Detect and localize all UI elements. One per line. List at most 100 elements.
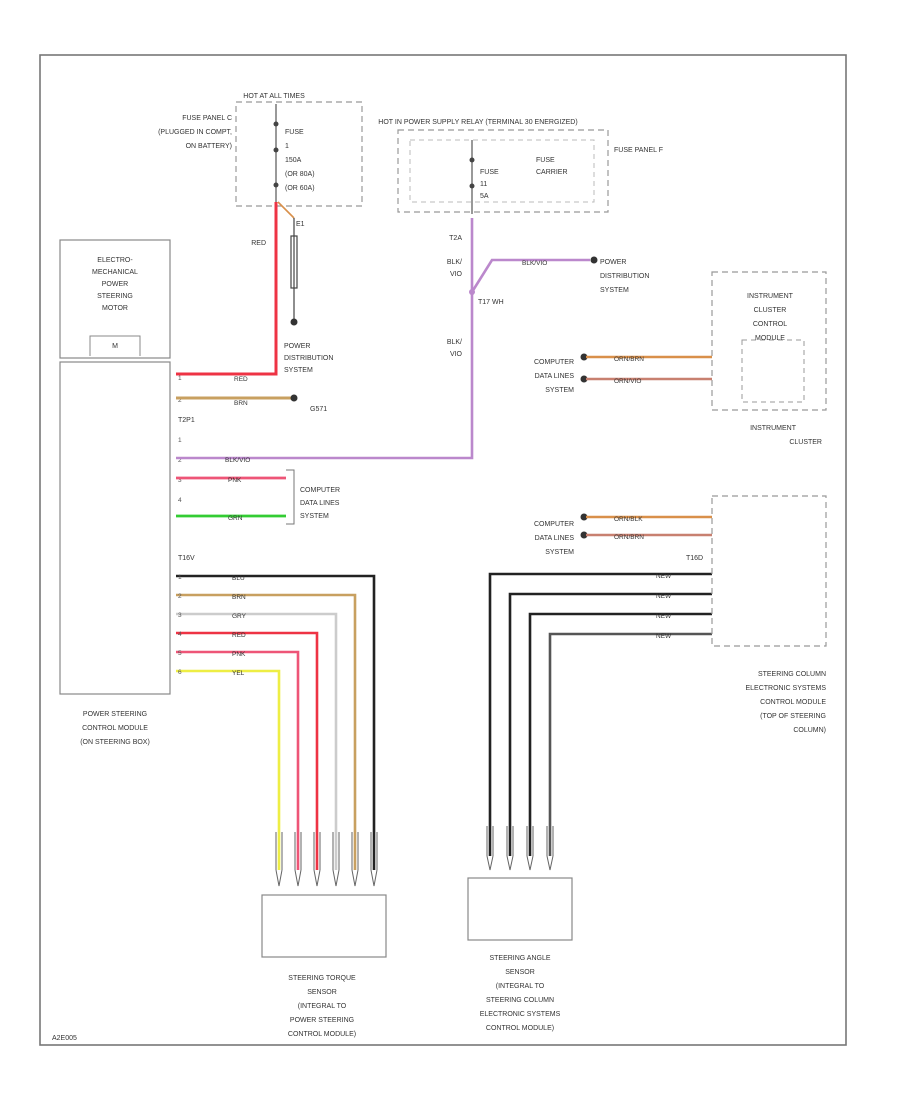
angle-wire-3 — [528, 612, 712, 856]
svg-text:(PLUGGED IN COMPT,: (PLUGGED IN COMPT, — [158, 129, 232, 136]
e1-label: E1 — [296, 221, 305, 228]
torque-wire-6 — [176, 669, 281, 870]
svg-text:POWER: POWER — [600, 259, 626, 266]
angle-wire-label-3: NEW — [656, 613, 672, 620]
svg-text:(OR 60A): (OR 60A) — [285, 185, 315, 192]
svg-text:CLUSTER: CLUSTER — [789, 439, 822, 446]
torque-connector-4 — [313, 832, 321, 887]
svg-text:STEERING COLUMN: STEERING COLUMN — [486, 997, 554, 1004]
svg-text:DISTRIBUTION: DISTRIBUTION — [600, 273, 649, 280]
power-dist-2-label: POWER DISTRIBUTION SYSTEM — [600, 259, 649, 294]
fuse-panel-f-box — [397, 129, 609, 213]
conn-t2p1-label: T2P1 — [178, 417, 195, 424]
torque-connector-3 — [332, 832, 340, 887]
svg-text:COMPUTER: COMPUTER — [534, 521, 574, 528]
bkvio-branch-wire — [470, 258, 590, 293]
torque-pin-1: 1 — [178, 574, 182, 581]
svg-text:(TOP OF STEERING: (TOP OF STEERING — [760, 713, 826, 720]
torque-connector-6 — [275, 832, 283, 887]
angle-wire-1 — [488, 572, 712, 856]
torque-pin-2: 2 — [178, 593, 182, 600]
footer-code: A2E005 — [52, 1035, 77, 1042]
angle-sensor-box — [467, 877, 573, 941]
svg-text:11: 11 — [480, 181, 487, 188]
fuse-1-label: FUSE 1 150A (OR 80A) (OR 60A) — [285, 129, 315, 192]
torque-wire-3 — [176, 612, 338, 870]
svg-text:FUSE: FUSE — [480, 169, 499, 176]
scems-data-terminal-2 — [580, 531, 588, 539]
svg-text:FUSE PANEL C: FUSE PANEL C — [182, 115, 232, 122]
svg-text:BLK/: BLK/ — [447, 339, 462, 346]
scems-data-terminal-1 — [580, 513, 588, 521]
svg-text:(OR 80A): (OR 80A) — [285, 171, 315, 178]
pin-t2p1-2: 2 — [178, 397, 182, 404]
torque-connector-1 — [370, 832, 378, 887]
svg-text:SENSOR: SENSOR — [307, 989, 337, 996]
red-vertical-label: RED — [251, 240, 266, 247]
wire-label-pnk: PNK — [228, 477, 242, 484]
fuse-2-dot-2 — [469, 183, 475, 189]
fuse-1-dot-2 — [273, 147, 279, 153]
torque-sensor-box — [261, 894, 387, 958]
e1-wire — [277, 201, 295, 219]
wire-label-orn-brn-2: ORN/BRN — [614, 534, 644, 541]
svg-text:ELECTRONIC SYSTEMS: ELECTRONIC SYSTEMS — [745, 685, 826, 692]
svg-text:ON BATTERY): ON BATTERY) — [186, 143, 232, 150]
bkvio-wire — [176, 218, 474, 460]
svg-text:(INTEGRAL TO: (INTEGRAL TO — [496, 983, 545, 990]
eps-motor-label: ELECTRO- MECHANICAL POWER STEERING MOTOR — [92, 257, 138, 312]
blk-vio-label-2: BLK/ VIO — [447, 339, 463, 358]
ic-data-terminal-1 — [580, 353, 588, 361]
diagram-frame — [39, 54, 847, 1046]
svg-text:ELECTRO-: ELECTRO- — [97, 257, 133, 264]
instrument-cluster-module-box — [741, 339, 805, 403]
power-dist-2-terminal — [590, 256, 598, 264]
ic-data-terminal-2 — [580, 375, 588, 383]
angle-wire-2 — [508, 592, 712, 856]
fuse-carrier-box — [409, 139, 595, 203]
pin-mid-4: 4 — [178, 497, 182, 504]
instrument-cluster-module-label: INSTRUMENT CLUSTER CONTROL MODULE — [747, 293, 794, 342]
wire-label-orn-vio-ic: ORN/VIO — [614, 378, 641, 385]
angle-wire-label-2: NEW — [656, 593, 672, 600]
instrument-cluster-label: INSTRUMENT CLUSTER — [750, 425, 822, 446]
wire-label-bkvio-2: BLK/VIO — [522, 260, 547, 267]
angle-connector-2 — [506, 826, 514, 871]
svg-text:DISTRIBUTION: DISTRIBUTION — [284, 355, 333, 362]
svg-text:FUSE: FUSE — [285, 129, 304, 136]
svg-text:SYSTEM: SYSTEM — [545, 549, 574, 556]
wire-label-orn-brn-ic: ORN/BRN — [614, 356, 644, 363]
svg-text:STEERING COLUMN: STEERING COLUMN — [758, 671, 826, 678]
torque-pin-4: 4 — [178, 631, 182, 638]
eps-motor-box — [59, 239, 171, 359]
svg-text:SYSTEM: SYSTEM — [284, 367, 313, 374]
svg-text:CONTROL MODULE): CONTROL MODULE) — [486, 1025, 554, 1032]
svg-text:VIO: VIO — [450, 351, 463, 358]
torque-sensor-label: STEERING TORQUE SENSOR (INTEGRAL TO POWE… — [288, 975, 356, 1038]
conn-t16v-label: T16V — [178, 555, 195, 562]
svg-text:MOTOR: MOTOR — [102, 305, 128, 312]
torque-wire-label-2: BRN — [232, 594, 246, 601]
svg-text:INSTRUMENT: INSTRUMENT — [750, 425, 797, 432]
svg-text:POWER: POWER — [102, 281, 128, 288]
computer-data-1-label: COMPUTER DATA LINES SYSTEM — [300, 487, 340, 520]
t2a-label: T2A — [449, 235, 462, 242]
svg-text:SYSTEM: SYSTEM — [600, 287, 629, 294]
scems-label: STEERING COLUMN ELECTRONIC SYSTEMS CONTR… — [745, 671, 826, 734]
svg-text:COMPUTER: COMPUTER — [534, 359, 574, 366]
svg-text:CLUSTER: CLUSTER — [754, 307, 787, 314]
torque-connector-2 — [351, 832, 359, 887]
angle-connector-4 — [546, 826, 554, 871]
wire-label-grn: GRN — [228, 515, 243, 522]
svg-text:(INTEGRAL TO: (INTEGRAL TO — [298, 1003, 347, 1010]
svg-text:DATA LINES: DATA LINES — [535, 535, 575, 542]
torque-wire-label-1: BLU — [232, 575, 245, 582]
torque-wire-label-4: RED — [232, 632, 246, 639]
svg-text:150A: 150A — [285, 157, 302, 164]
torque-wire-label-6: YEL — [232, 670, 245, 677]
angle-wire-4 — [548, 632, 712, 856]
svg-text:STEERING: STEERING — [97, 293, 133, 300]
angle-wire-label-1: NEW — [656, 573, 672, 580]
